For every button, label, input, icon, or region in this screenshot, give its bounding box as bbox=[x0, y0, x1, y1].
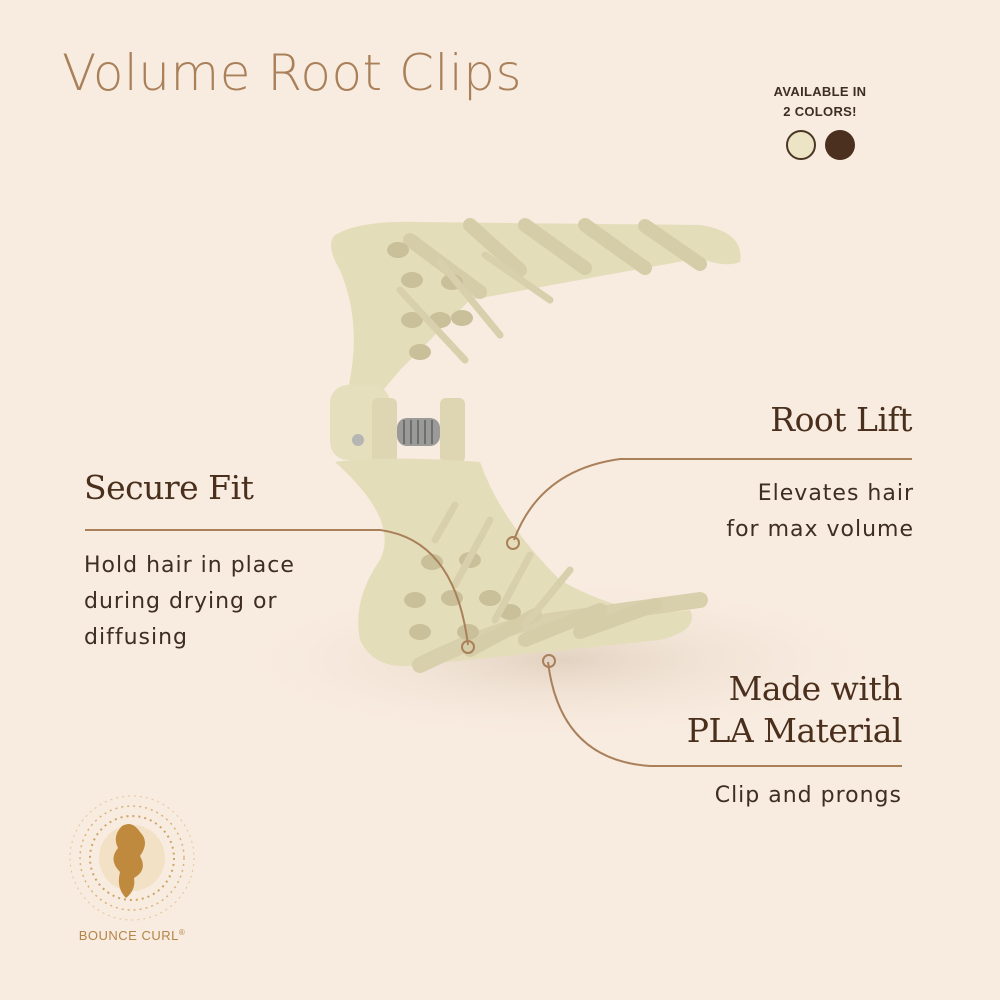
material-heading-line-2: PLA Material bbox=[686, 711, 903, 750]
brand-name-text: BOUNCE CURL bbox=[78, 928, 179, 943]
clip-lower-jaw bbox=[335, 458, 708, 673]
color-availability: AVAILABLE IN 2 COLORS! bbox=[740, 82, 900, 122]
root-lift-leader bbox=[513, 458, 912, 541]
material-line-1: Clip and prongs bbox=[714, 783, 902, 808]
material-leader bbox=[547, 661, 902, 767]
secure-fit-line-1: Hold hair in place bbox=[84, 553, 295, 578]
secure-fit-line-2: during drying or bbox=[84, 589, 278, 614]
root-lift-description: Elevates hair for max volume bbox=[726, 476, 914, 548]
secure-fit-heading: Secure Fit bbox=[84, 468, 254, 507]
material-heading-line-1: Made with bbox=[728, 669, 903, 708]
secure-fit-leader bbox=[85, 529, 469, 646]
material-heading: Made with PLA Material bbox=[686, 668, 903, 752]
brand-registered-mark: ® bbox=[178, 928, 186, 937]
material-description: Clip and prongs bbox=[715, 778, 902, 814]
color-swatch-brown[interactable] bbox=[825, 130, 855, 160]
page-title: Volume Root Clips bbox=[62, 44, 523, 102]
root-lift-heading: Root Lift bbox=[770, 400, 912, 439]
brand-name: BOUNCE CURL® bbox=[62, 928, 202, 943]
secure-fit-line-3: diffusing bbox=[84, 625, 188, 650]
root-lift-line-2: for max volume bbox=[726, 517, 914, 542]
secure-fit-dot bbox=[461, 640, 475, 654]
material-dot bbox=[542, 654, 556, 668]
availability-line-2: 2 COLORS! bbox=[783, 104, 857, 119]
clip-hinge bbox=[330, 385, 465, 463]
secure-fit-description: Hold hair in place during drying or diff… bbox=[84, 548, 295, 656]
root-lift-dot bbox=[506, 536, 520, 550]
root-lift-line-1: Elevates hair bbox=[757, 481, 914, 506]
availability-line-1: AVAILABLE IN bbox=[773, 84, 867, 99]
curl-silhouette-icon bbox=[113, 824, 145, 898]
color-swatch-cream[interactable] bbox=[786, 130, 816, 160]
clip-upper-jaw bbox=[331, 218, 741, 400]
